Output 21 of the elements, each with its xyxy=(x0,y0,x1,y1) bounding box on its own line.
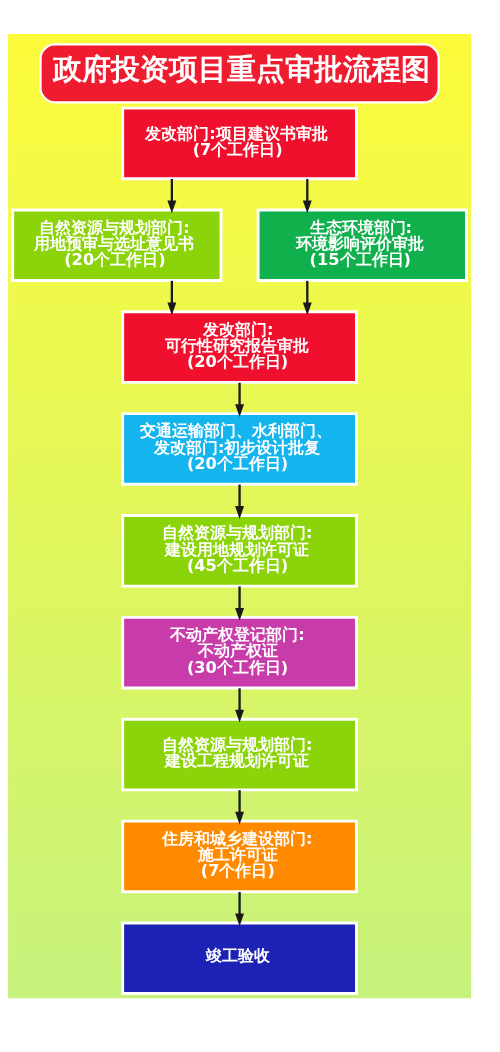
node-box: 发改部门:可行性研究报告审批 (20个工作日) xyxy=(121,309,358,384)
node-box: 竣工验收 xyxy=(121,921,358,995)
arrow xyxy=(235,382,245,417)
node-box: 自然资源与规划部门:用地预审与选址意见书 (20个工作日) xyxy=(11,208,223,282)
node-box: 自然资源与规划部门:建设用地规划许可证 (45个工作日) xyxy=(121,513,358,588)
arrow xyxy=(302,280,312,315)
node-box: 住房和城乡建设部门:施工许可证 (7个作日) xyxy=(121,819,358,893)
node-box: 交通运输部门、水利部门、发改部门:初步设计批复 (20个工作日) xyxy=(121,411,358,486)
node-box: 发改部门:项目建议书审批 (7个工作日) xyxy=(121,106,358,180)
arrow xyxy=(167,178,177,213)
arrow xyxy=(235,484,245,519)
node-box: 自然资源与规划部门:建设工程规划许可证 xyxy=(121,717,358,791)
arrow xyxy=(235,687,245,723)
arrow xyxy=(235,891,245,926)
node-box: 不动产权登记部门:不动产权证 (30个工作日) xyxy=(121,615,358,689)
arrow xyxy=(235,585,245,621)
arrow xyxy=(167,280,177,315)
arrow xyxy=(302,178,312,213)
diagram-title: 政府投资项目重点审批流程图 xyxy=(53,51,431,86)
node-box: 生态环境部门:环境影响评价审批 (15个工作日) xyxy=(256,208,468,282)
arrow xyxy=(235,789,245,824)
